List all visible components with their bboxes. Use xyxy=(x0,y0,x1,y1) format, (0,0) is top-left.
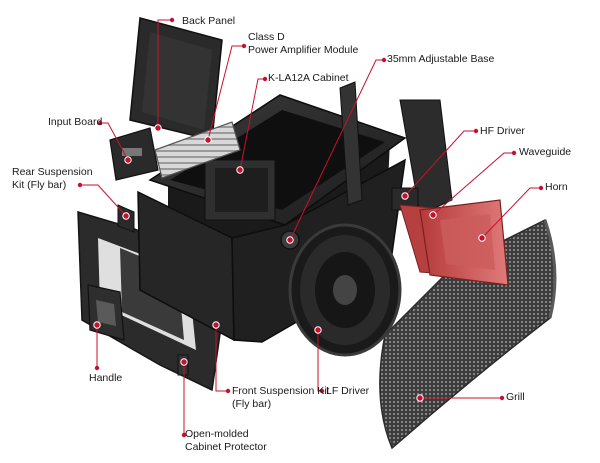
cabinet-protector-label-line: Cabinet Protector xyxy=(185,441,267,453)
back-panel-leader-line xyxy=(157,19,172,128)
adjustable-base-label: 35mm Adjustable Base xyxy=(387,53,494,66)
input-board-label-line: Input Board xyxy=(48,116,103,128)
adjustable-base-label-dot xyxy=(381,57,387,63)
front-suspension-target-dot xyxy=(212,321,220,329)
rear-suspension-target-dot xyxy=(122,212,130,220)
adjustable-base-label-line: 35mm Adjustable Base xyxy=(387,53,495,65)
cabinet-label: K-LA12A Cabinet xyxy=(268,72,349,85)
front-suspension-label-line: Front Suspension Kit xyxy=(232,385,330,397)
waveguide-leader-line xyxy=(432,152,514,216)
cabinet-leader-line xyxy=(239,78,265,171)
input-board-label: Input Board xyxy=(48,116,102,129)
cabinet-protector-label-dot xyxy=(181,432,187,438)
adjustable-base-target-dot xyxy=(286,236,294,244)
power-amp-target-dot xyxy=(204,136,212,144)
hf-driver-target-dot xyxy=(401,192,409,200)
back-panel-label: Back Panel xyxy=(182,15,235,28)
grill-target-dot xyxy=(416,394,424,402)
handle-part xyxy=(87,284,125,341)
input-board-label-dot xyxy=(97,120,103,126)
waveguide-label: Waveguide xyxy=(519,146,571,159)
cabinet-label-line: K-LA12A Cabinet xyxy=(268,72,349,84)
grill-label-dot xyxy=(499,395,505,401)
power-amp-label-dot xyxy=(241,43,247,49)
front-suspension-label: Front Suspension Kit(Fly bar) xyxy=(232,385,329,411)
power-amp-label-line: Power Amplifier Module xyxy=(248,44,359,56)
handle-label: Handle xyxy=(89,372,122,385)
lf-driver-part xyxy=(288,223,402,357)
waveguide-target-dot xyxy=(429,211,437,219)
horn-label-dot xyxy=(538,185,544,191)
adjustable-base-leader-line xyxy=(289,59,384,241)
waveguide-label-dot xyxy=(511,150,517,156)
horn-part xyxy=(419,199,509,286)
cabinet-label-dot xyxy=(262,76,268,82)
lf-driver-label: LF Driver xyxy=(326,385,369,398)
callout-leaders xyxy=(77,17,544,438)
front-suspension-label-line: (Fly bar) xyxy=(232,398,272,410)
cabinet-protector-label-line: Open-molded xyxy=(185,428,249,440)
power-amp-leader-line xyxy=(207,45,244,141)
rear-suspension-label-line: Rear Suspension xyxy=(12,166,93,178)
back-panel-label-dot xyxy=(169,17,175,23)
handle-label-line: Handle xyxy=(89,372,123,384)
lf-driver-target-dot xyxy=(314,326,322,334)
rear-suspension-leader-line xyxy=(80,184,127,217)
grill-label: Grill xyxy=(506,391,525,404)
input-board-part xyxy=(109,127,159,181)
grill-label-line: Grill xyxy=(506,391,525,403)
horn-label: Horn xyxy=(545,181,568,194)
back-panel-label-line: Back Panel xyxy=(182,15,236,27)
hf-driver-leader-line xyxy=(404,130,476,197)
horn-target-dot xyxy=(478,234,486,242)
rear-suspension-label-line: Kit (Fly bar) xyxy=(12,179,67,191)
hf-driver-label-dot xyxy=(473,128,479,134)
cabinet-target-dot xyxy=(236,166,244,174)
cabinet-protector-target-dot xyxy=(180,358,188,366)
lf-driver-label-dot xyxy=(319,388,325,394)
lf-driver-label-line: LF Driver xyxy=(326,385,370,397)
handle-target-dot xyxy=(93,321,101,329)
back-panel-target-dot xyxy=(154,124,162,132)
hf-driver-label: HF Driver xyxy=(480,125,525,138)
hf-driver-label-line: HF Driver xyxy=(480,125,525,137)
input-board-leader-line xyxy=(100,122,129,161)
input-board-target-dot xyxy=(124,156,132,164)
horn-label-line: Horn xyxy=(545,181,568,193)
back-panel-part xyxy=(129,17,223,141)
front-suspension-label-dot xyxy=(225,388,231,394)
handle-label-dot xyxy=(94,365,100,371)
rear-suspension-label-dot xyxy=(77,182,83,188)
waveguide-label-line: Waveguide xyxy=(519,146,572,158)
front-suspension-leader-line xyxy=(215,325,228,392)
horn-leader-line xyxy=(481,187,541,239)
power-amp-label-line: Class D xyxy=(248,31,285,43)
power-amp-part xyxy=(154,121,241,179)
